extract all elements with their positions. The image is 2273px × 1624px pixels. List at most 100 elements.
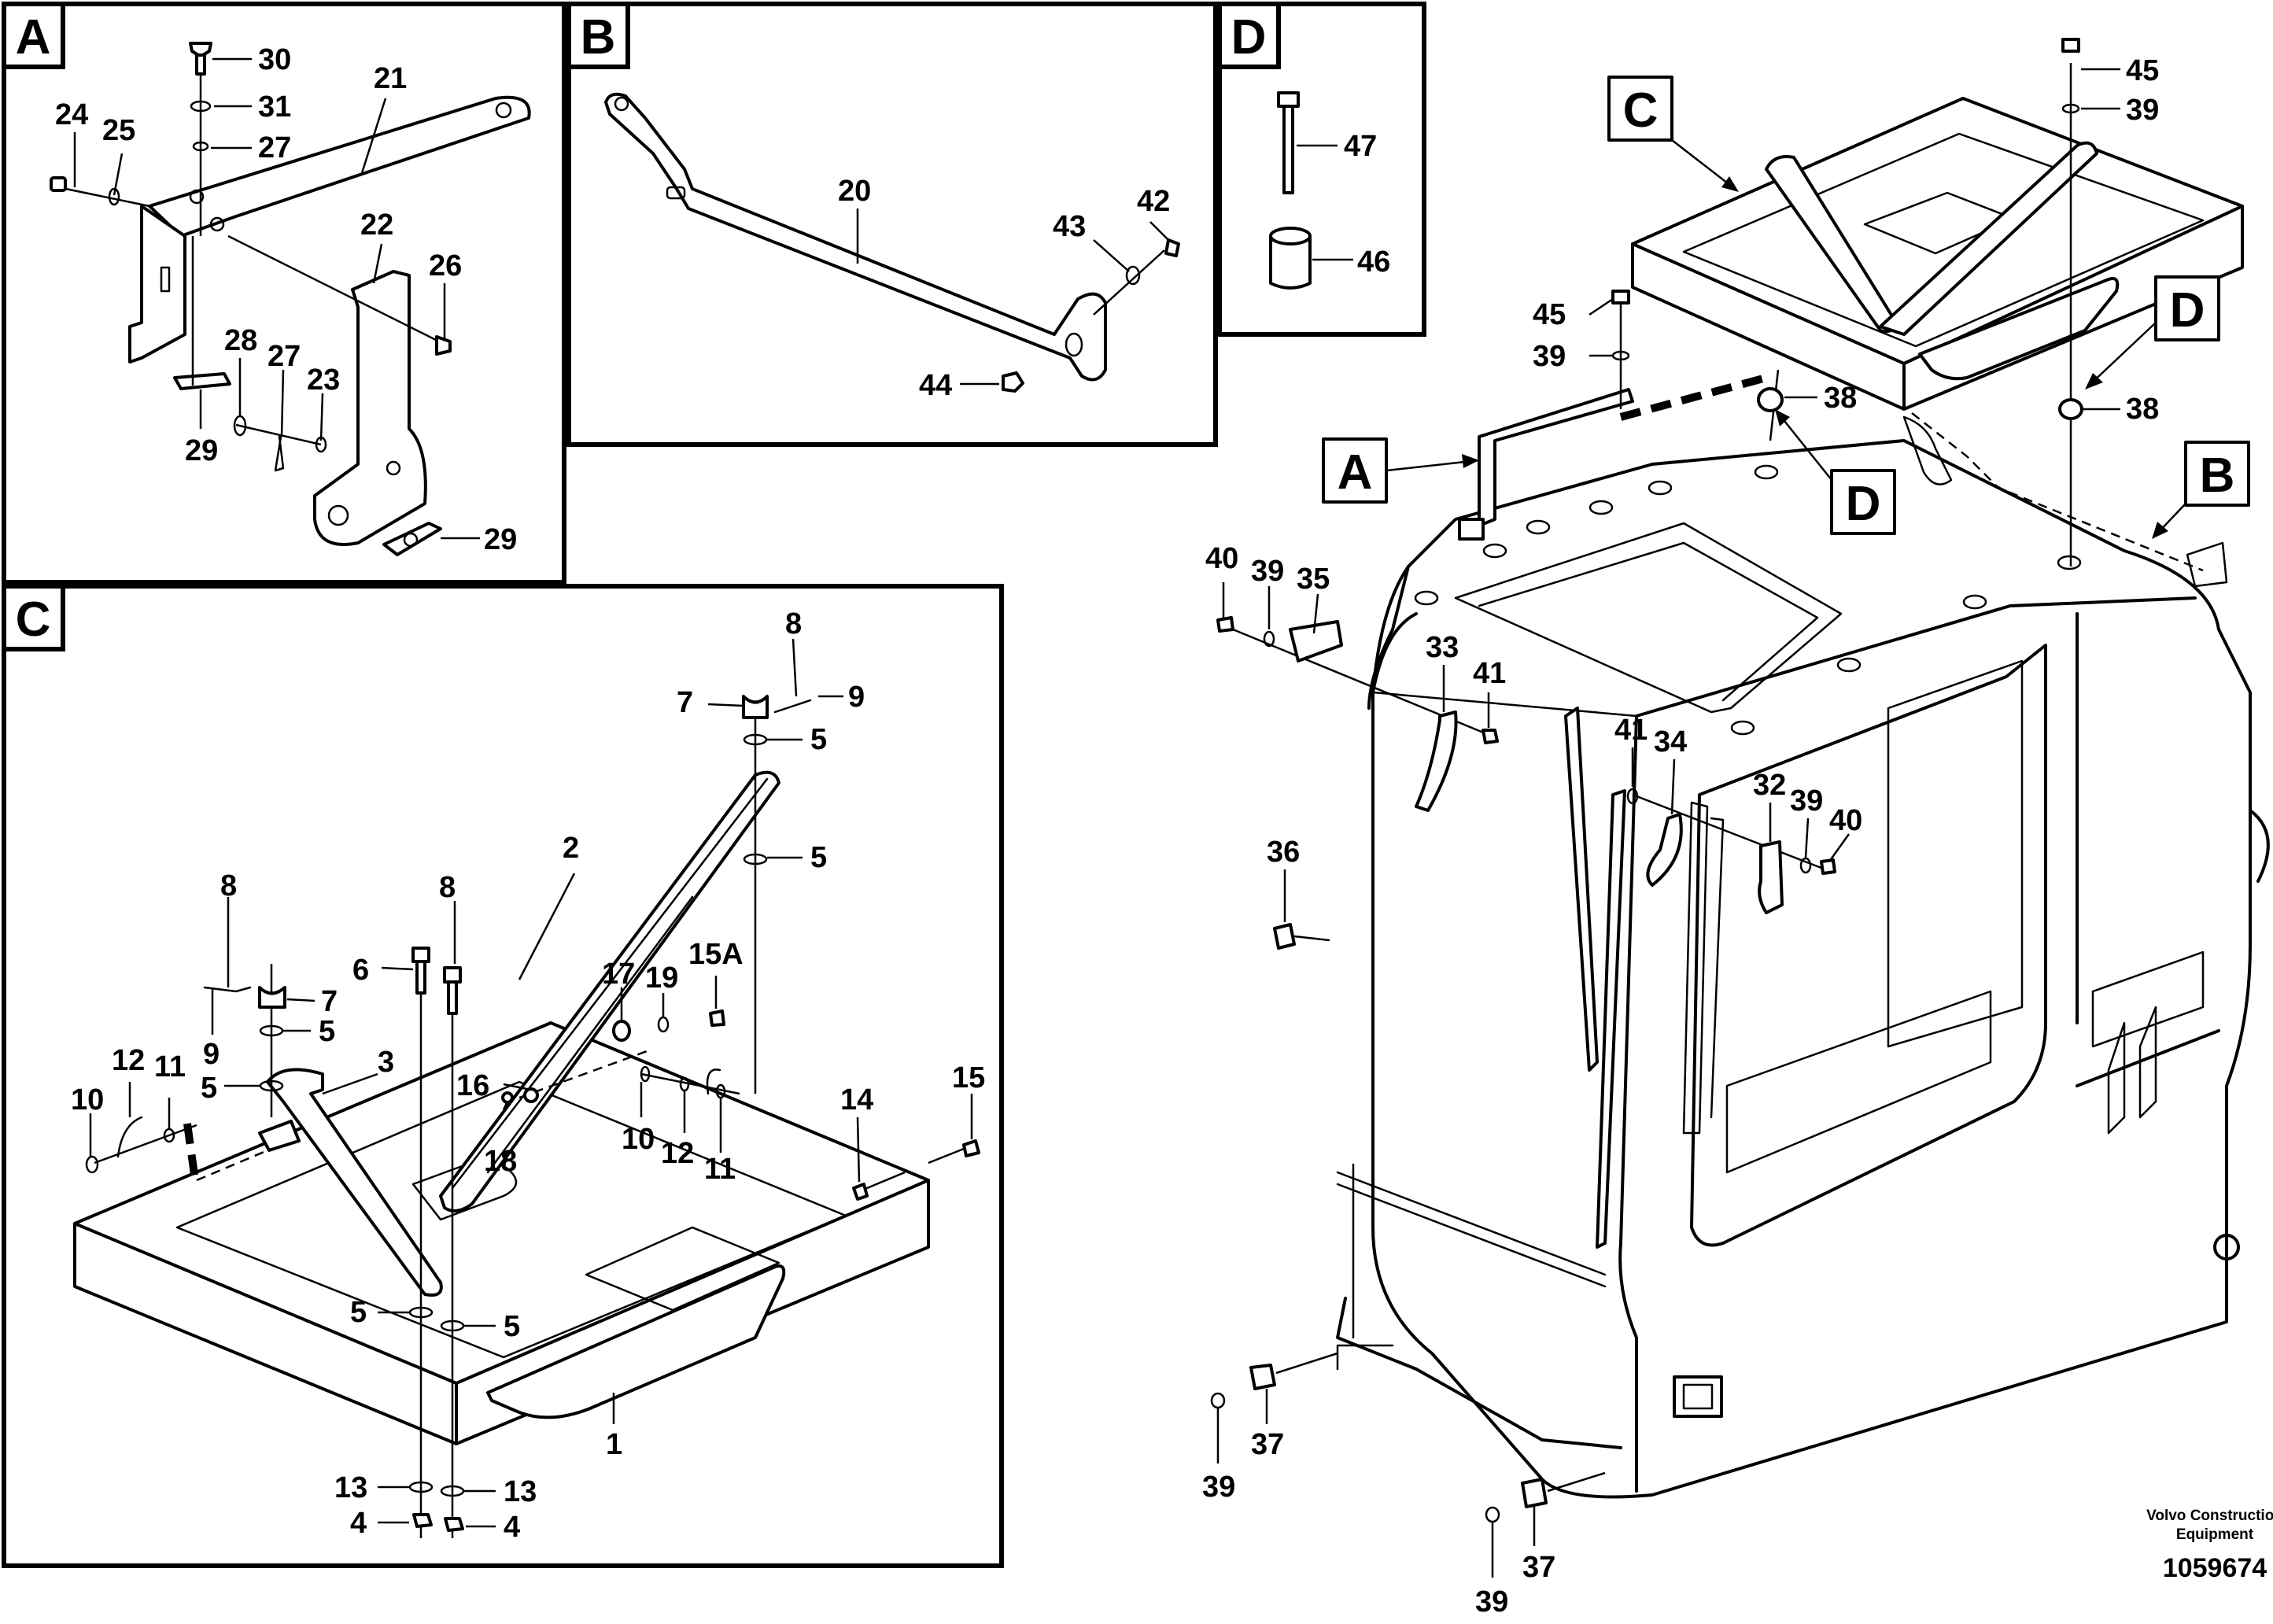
panel-b-tag: [566, 2, 630, 69]
pin-27: [274, 435, 285, 472]
nut-4-left: [412, 1513, 433, 1528]
bolt-6: [411, 947, 430, 963]
bolt-47: [1282, 105, 1294, 194]
label-13-left: 13: [334, 1471, 367, 1504]
washer-19: [657, 1016, 670, 1033]
pin-9-right: [773, 699, 812, 714]
arm-20: [604, 92, 1107, 382]
panel-c-letter: C: [16, 592, 51, 647]
washer-25: [108, 187, 120, 206]
spacer-17: [612, 1020, 631, 1042]
callout-b-letter: B: [2200, 448, 2235, 503]
label-39-d: 39: [1790, 784, 1823, 818]
label-11-right: 11: [704, 1153, 736, 1186]
washer-5-b: [259, 1080, 284, 1092]
label-5-d: 5: [810, 841, 827, 874]
nut-15: [962, 1139, 980, 1157]
label-43: 43: [1053, 210, 1086, 243]
callout-d-right-letter: D: [2170, 283, 2205, 338]
label-7-left: 7: [321, 985, 338, 1018]
label-30: 30: [258, 43, 291, 76]
label-6: 6: [352, 954, 369, 987]
washer-10-left: [85, 1155, 99, 1174]
spacer-38-a: [1757, 387, 1784, 412]
washer-5-f: [440, 1320, 465, 1332]
panel-d-frame: [1217, 2, 1426, 337]
label-40-b: 40: [1829, 804, 1862, 837]
bracket-36: [1273, 923, 1296, 950]
label-45-b: 45: [2126, 54, 2159, 87]
panel-c: C: [2, 584, 1004, 1568]
spacer-38-b: [2058, 398, 2083, 420]
label-4-right: 4: [504, 1511, 520, 1544]
label-28: 28: [224, 324, 257, 357]
bolt-40-a: [1216, 616, 1234, 633]
maker-line-1: Volvo Construction: [2146, 1508, 2273, 1524]
roof-tray: [1631, 97, 2244, 411]
bracket-21: [148, 95, 531, 238]
label-38-b: 38: [2126, 393, 2159, 426]
bolt-45-a: [1611, 290, 1630, 304]
label-11-left: 11: [154, 1050, 186, 1083]
callout-d-right: [2154, 275, 2220, 341]
label-36: 36: [1267, 836, 1300, 869]
label-5-e: 5: [350, 1296, 367, 1329]
bolt-30: [189, 42, 212, 57]
bracket-37-right: [1521, 1478, 1548, 1508]
pin-9-left: [203, 986, 252, 993]
label-31: 31: [258, 90, 291, 124]
label-34: 34: [1654, 725, 1687, 758]
label-23: 23: [307, 364, 340, 397]
panel-d: D 47 46: [1217, 2, 1426, 337]
tray-1: [73, 1021, 930, 1445]
washer-5-d: [743, 853, 768, 866]
label-39-f: 39: [1475, 1585, 1508, 1618]
label-38-a: 38: [1824, 382, 1857, 415]
label-42: 42: [1137, 185, 1170, 218]
handle-33: [1415, 710, 1458, 812]
label-8-top: 8: [785, 607, 802, 640]
washer-27-top: [192, 141, 209, 152]
label-4-left: 4: [350, 1507, 367, 1540]
callout-a: [1322, 437, 1388, 504]
callout-c-letter: C: [1623, 83, 1659, 138]
label-27: 27: [258, 131, 291, 164]
panel-d-tag: [1217, 2, 1281, 69]
washer-39-d: [1799, 857, 1812, 874]
panel-c-frame: [2, 584, 1004, 1568]
label-29-lower: 29: [484, 523, 517, 556]
panel-d-letter: D: [1231, 10, 1267, 65]
washer-10-right: [640, 1065, 651, 1083]
panel-c-tag: [2, 584, 65, 651]
handle-34: [1646, 813, 1683, 887]
nut-26: [435, 335, 452, 356]
label-46: 46: [1357, 245, 1390, 279]
support-3: [266, 1068, 443, 1297]
label-15: 15: [952, 1061, 985, 1094]
label-44: 44: [919, 369, 952, 402]
label-2: 2: [563, 832, 579, 865]
plate-29-lower: [382, 522, 442, 556]
washer-41-b: [1626, 788, 1639, 805]
label-18: 18: [484, 1145, 517, 1178]
label-3: 3: [378, 1046, 394, 1079]
label-10-right: 10: [622, 1123, 655, 1156]
label-39-e: 39: [1202, 1471, 1235, 1504]
callout-d-left-letter: D: [1846, 477, 1881, 531]
callout-d-left: [1830, 469, 1896, 535]
label-9-left: 9: [203, 1038, 220, 1071]
label-5-c: 5: [810, 723, 827, 756]
label-16: 16: [456, 1069, 489, 1102]
bracket-37-left: [1249, 1364, 1276, 1390]
panel-b: B 20 42 43 44: [566, 2, 1218, 447]
label-12-right: 12: [661, 1137, 694, 1170]
tray-1-lip: [486, 1264, 786, 1419]
panel-a-letter: A: [16, 10, 51, 65]
bracket-32: [1758, 840, 1784, 914]
label-37-left: 37: [1251, 1428, 1284, 1461]
washer-13-right: [440, 1485, 465, 1497]
label-5-a: 5: [319, 1015, 335, 1048]
pin-12-left: [116, 1116, 143, 1158]
washer-39-c: [1263, 630, 1275, 648]
